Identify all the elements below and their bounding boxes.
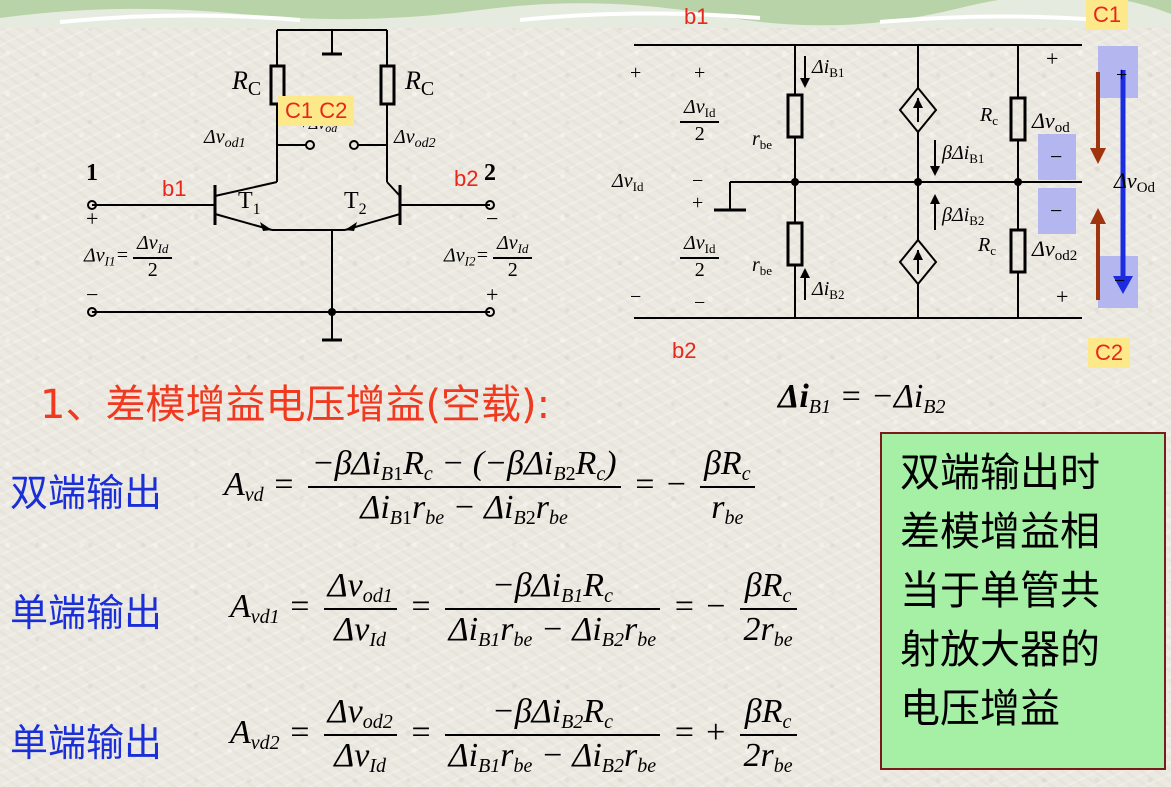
rc-right-label: RC bbox=[405, 66, 435, 100]
summary-note: 双端输出时 差模增益相 当于单管共 射放大器的 电压增益 bbox=[880, 432, 1166, 770]
rc-plus-1: + bbox=[630, 62, 642, 84]
vid-label: ΔvId bbox=[612, 170, 644, 194]
tag-c1c2: C1 C2 bbox=[278, 96, 355, 126]
top-banner bbox=[0, 0, 1171, 28]
note-line-2: 差模增益相 bbox=[900, 509, 1100, 555]
rbe-bottom-label: rbe bbox=[752, 254, 773, 278]
ib1-label: ΔiB1 bbox=[812, 56, 845, 80]
note-line-3: 当于单管共 bbox=[900, 568, 1100, 614]
note-line-5: 电压增益 bbox=[900, 686, 1060, 732]
rc-minus-3: − bbox=[694, 292, 706, 314]
rc-minus-2: − bbox=[630, 286, 642, 308]
rc-minus-5: − bbox=[1050, 198, 1063, 223]
rc-plus-6: + bbox=[1056, 284, 1069, 309]
ib2-label: ΔiB2 bbox=[812, 278, 845, 302]
vod2-right-label: Δvod2 bbox=[1032, 236, 1078, 264]
tag-c2-bottom: C2 bbox=[1088, 338, 1131, 368]
rc-plus-3: + bbox=[692, 192, 704, 214]
beta-ib2-label: βΔiB2 bbox=[942, 204, 985, 228]
node-1-label: 1 bbox=[86, 160, 98, 186]
input-minus-left: − bbox=[86, 282, 99, 307]
rc-minus-6: − bbox=[1114, 270, 1126, 292]
rc-minus-1: − bbox=[692, 170, 704, 192]
rc-left-label: RC bbox=[232, 66, 262, 100]
vod2-label: Δvod2 bbox=[394, 126, 436, 151]
t1-label: T1 bbox=[238, 188, 261, 218]
rc-minus-4: − bbox=[1050, 144, 1063, 169]
differential-amplifier-schematic bbox=[87, 29, 495, 342]
node-2-label: 2 bbox=[484, 160, 496, 186]
rc-plus-4: + bbox=[1046, 46, 1059, 71]
vod1-right-label: Δvod bbox=[1032, 108, 1070, 136]
rc-plus-2: + bbox=[694, 62, 706, 84]
note-line-1: 双端输出时 bbox=[900, 450, 1100, 496]
beta-ib1-label: βΔiB1 bbox=[942, 142, 985, 166]
vod-total-label: ΔvOd bbox=[1114, 168, 1156, 196]
input-minus-right: − bbox=[486, 206, 499, 231]
row-label-double-ended: 双端输出 bbox=[10, 471, 163, 515]
tag-b1-left: b1 bbox=[162, 176, 187, 201]
t2-label: T2 bbox=[344, 188, 367, 218]
rc-right-top: Rc bbox=[980, 104, 998, 128]
row-label-single-ended-2: 单端输出 bbox=[10, 721, 163, 765]
vod1-label: Δvod1 bbox=[204, 126, 246, 151]
rc-right-bottom: Rc bbox=[978, 234, 996, 258]
rbe-top-label: rbe bbox=[752, 128, 773, 152]
tag-b1-top: b1 bbox=[684, 4, 709, 29]
section-heading: 1、差模增益电压增益(空载): bbox=[40, 382, 551, 428]
equation-avd: Avd = −βΔiB1Rc − (−βΔiB2Rc)ΔiB1rbe − ΔiB… bbox=[224, 444, 759, 530]
tag-b2-bottom: b2 bbox=[672, 338, 697, 363]
small-signal-equivalent-circuit bbox=[634, 44, 1138, 319]
rc-plus-5: + bbox=[1116, 64, 1128, 86]
note-line-4: 射放大器的 bbox=[900, 627, 1100, 673]
input-plus-left: + bbox=[86, 206, 99, 231]
tag-b2-left: b2 bbox=[454, 166, 479, 191]
tag-c1-top: C1 bbox=[1086, 0, 1129, 30]
current-relation: ΔiB1 = −ΔiB2 bbox=[778, 378, 946, 418]
input-plus-right: + bbox=[486, 282, 499, 307]
row-label-single-ended-1: 单端输出 bbox=[10, 591, 163, 635]
